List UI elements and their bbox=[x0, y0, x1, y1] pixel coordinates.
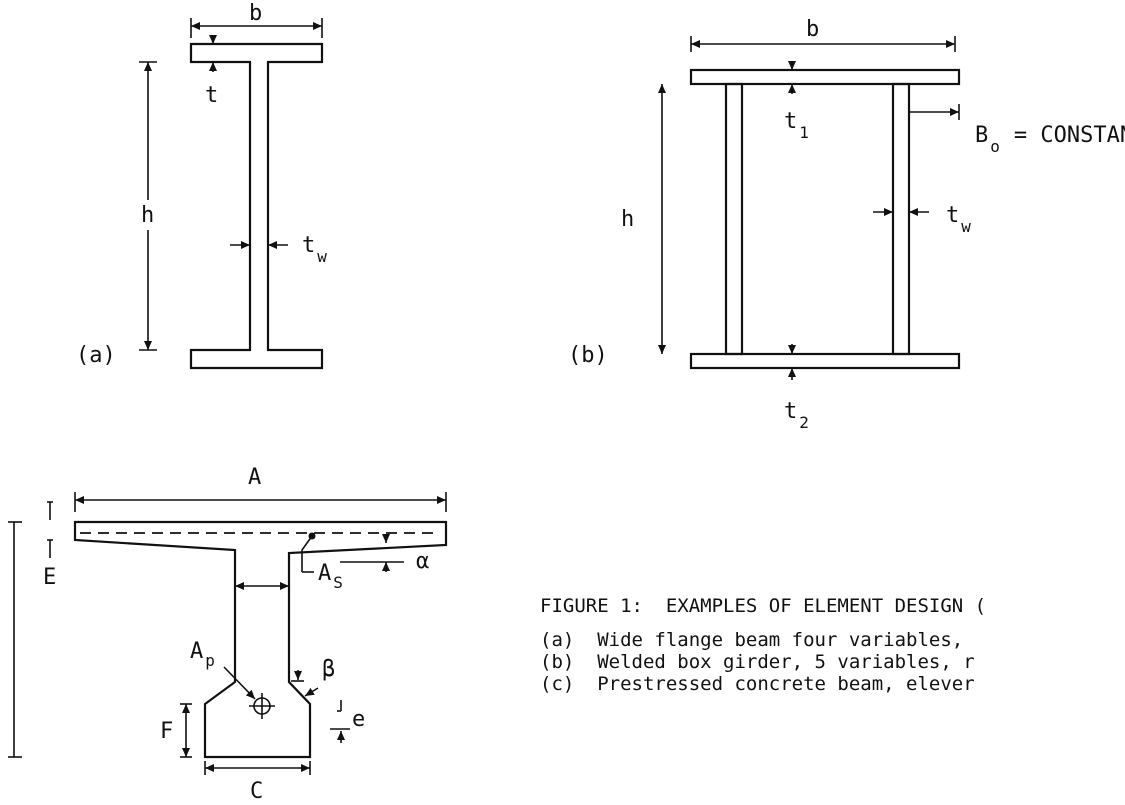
label-bo: Bo= CONSTANT bbox=[975, 123, 1125, 156]
caption-line-c: (c) Prestressed concrete beam, elever bbox=[540, 673, 975, 695]
figure-b-tag: (b) bbox=[568, 343, 608, 368]
label-b: b bbox=[806, 17, 819, 42]
figure-a-tag: (a) bbox=[76, 343, 116, 368]
label-A: A bbox=[248, 465, 261, 490]
label-h: h bbox=[141, 203, 154, 228]
t-beam-outline bbox=[73, 520, 448, 759]
label-alpha: α bbox=[416, 549, 429, 574]
left-web bbox=[724, 82, 744, 356]
figure-b-box-girder: b t1 t2 h Bo= CONSTANT tw (b) bbox=[568, 17, 1125, 432]
figure-caption: FIGURE 1: EXAMPLES OF ELEMENT DESIGN ( (… bbox=[540, 595, 986, 695]
label-E: E bbox=[43, 565, 56, 590]
label-e: e bbox=[352, 707, 365, 732]
caption-line-a: (a) Wide flange beam four variables, bbox=[540, 629, 963, 651]
label-t: t bbox=[205, 83, 218, 108]
label-F: F bbox=[160, 719, 173, 744]
top-flange bbox=[689, 68, 961, 86]
ap-leader bbox=[223, 666, 256, 700]
label-C: C bbox=[250, 779, 263, 800]
caption-title: FIGURE 1: EXAMPLES OF ELEMENT DESIGN ( bbox=[540, 595, 986, 617]
dim-h-gap bbox=[138, 200, 158, 230]
caption-line-b: (b) Welded box girder, 5 variables, r bbox=[540, 651, 975, 673]
label-b: b bbox=[249, 1, 262, 26]
bottom-flange bbox=[689, 352, 961, 370]
beta-arrow-side bbox=[304, 687, 319, 697]
label-h: h bbox=[621, 207, 634, 232]
label-beta: β bbox=[322, 657, 335, 682]
right-web bbox=[891, 82, 911, 356]
i-beam-outline bbox=[189, 42, 324, 370]
as-leader bbox=[301, 535, 313, 572]
